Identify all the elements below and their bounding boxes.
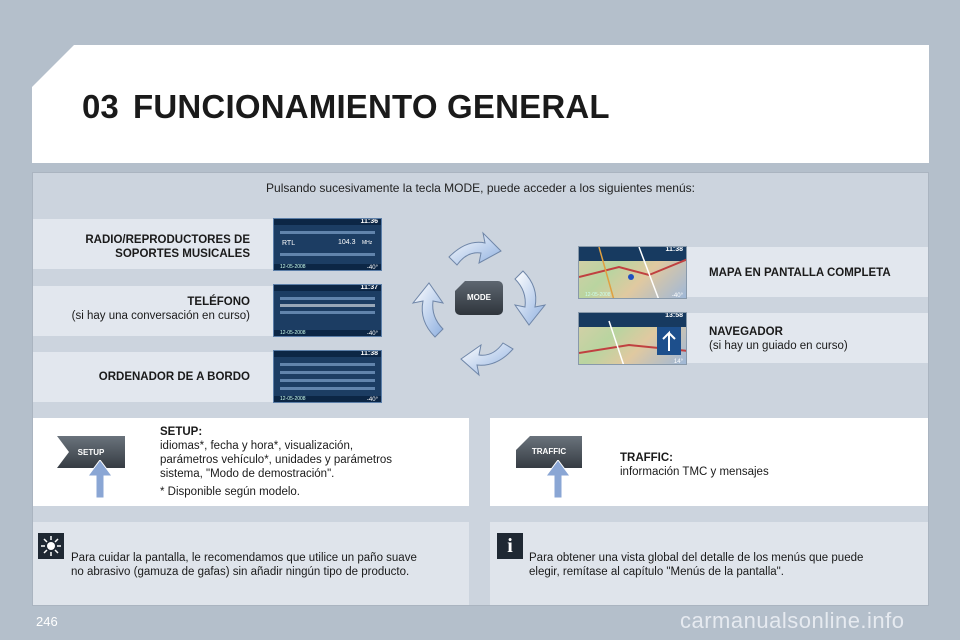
screen-computer: 11:38 12-05-2008 -40° [273, 350, 382, 403]
arrow-right-icon [513, 270, 547, 326]
arrow-left-icon [411, 282, 445, 338]
care-note-text: Para cuidar la pantalla, le recomendamos… [71, 552, 417, 578]
map-roads [579, 247, 686, 298]
intro-text: Pulsando sucesivamente la tecla MODE, pu… [266, 181, 695, 195]
arrow-up-icon [88, 460, 112, 498]
chapter-header [32, 45, 929, 163]
screen-radio: 11:36 RTL 104.3 MHz 12-05-2008 -40° [273, 218, 382, 271]
menu-label-phone: TELÉFONO(si hay una conversación en curs… [71, 296, 250, 322]
info-note-text: Para obtener una vista global del detall… [529, 552, 864, 578]
menu-label-map: MAPA EN PANTALLA COMPLETA [709, 267, 891, 279]
menu-band-computer [33, 352, 273, 402]
sun-icon [41, 536, 61, 556]
info-icon: i [497, 533, 523, 559]
setup-footnote: * Disponible según modelo. [160, 486, 301, 498]
info-note-box [490, 522, 928, 605]
menu-label-computer: ORDENADOR DE A BORDO [98, 371, 250, 383]
setup-text: SETUP: idiomas*, fecha y hora*, visualiz… [160, 426, 393, 498]
traffic-text: TRAFFIC: información TMC y mensajes [620, 452, 769, 478]
screen-navigator: 13:58 14° [578, 312, 687, 365]
watermark: carmanualsonline.info [680, 608, 905, 633]
mode-key: MODE [455, 281, 503, 315]
menu-band-nav [686, 313, 928, 363]
page-number: 246 [36, 614, 58, 629]
care-note-box [33, 522, 469, 605]
chapter-number: 03 [82, 88, 119, 125]
screen-map: 11:38 12-05-2008 -40° [578, 246, 687, 299]
arrow-top-icon [448, 231, 502, 266]
nav-roads [579, 320, 686, 364]
menu-band-radio [33, 219, 273, 269]
screen-phone: 11:37 12-05-2008 -40° [273, 284, 382, 337]
menu-band-phone [33, 286, 273, 336]
arrow-bottom-icon [460, 342, 514, 377]
page-title: FUNCIONAMIENTO GENERAL [133, 88, 610, 125]
menu-label-nav: NAVEGADOR(si hay un guiado en curso) [709, 326, 848, 352]
traffic-key: TRAFFIC [516, 436, 582, 468]
menu-band-map [686, 247, 928, 297]
arrow-up-icon [546, 460, 570, 498]
care-icon [38, 533, 64, 559]
cycle-arrows [411, 231, 547, 377]
